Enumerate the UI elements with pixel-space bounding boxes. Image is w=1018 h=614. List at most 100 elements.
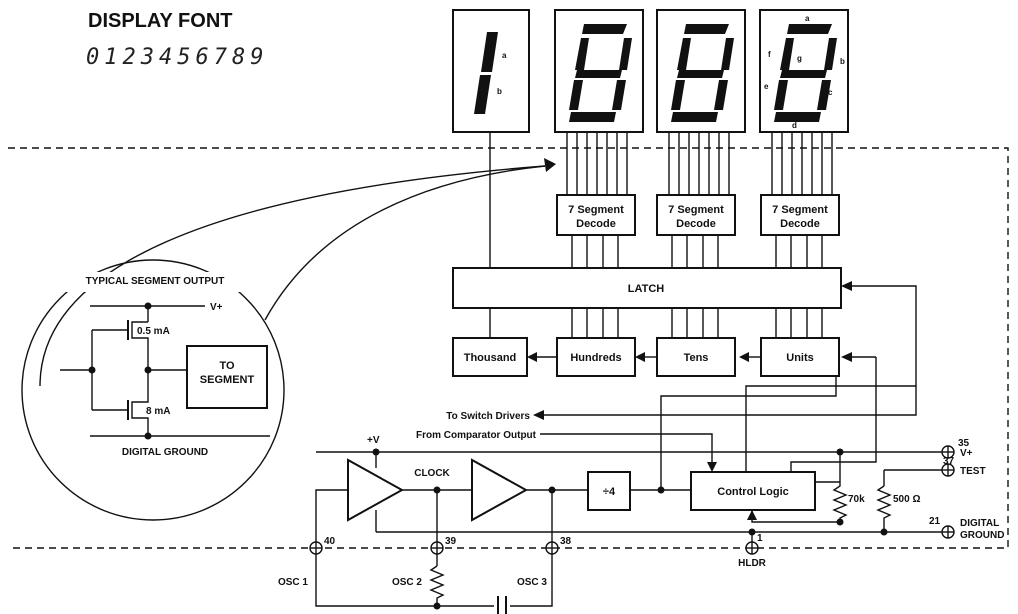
resistor-500-label: 500 Ω [893,494,920,505]
digit-display-hundreds [554,9,644,133]
counter-units: Units [760,337,840,377]
pin-21-label-1: DIGITAL [960,518,999,529]
inset-current-top: 0.5 mA [137,326,170,337]
junction [144,366,152,374]
inverter-2 [471,458,529,522]
counter-label: Tens [684,352,709,364]
junction [88,366,96,374]
segment-label-b-units: b [840,57,845,66]
decoder-label-1: 7 Segment [668,204,724,216]
resistor-70k-label: 70k [848,494,865,505]
decoder-label-1: 7 Segment [772,204,828,216]
decoder-units: 7 Segment Decode [760,194,840,236]
junction [836,448,844,456]
segment-label-a-units: a [805,14,810,23]
divider-box [587,471,631,511]
vplus-top-label: +V [367,435,380,446]
pin-37 [941,463,955,477]
latch-label: LATCH [628,283,665,295]
counter-thousand: Thousand [452,337,528,377]
segment-lines [489,132,833,268]
counter-label: Hundreds [570,352,621,364]
decoder-tens: 7 Segment Decode [656,194,736,236]
pin-1-number: 1 [757,533,763,544]
oscillator-wires [315,489,691,546]
inset-callout [39,165,546,387]
carry-arrows [527,352,876,362]
divider-label: ÷4 [603,486,616,498]
segment-label-f: f [768,50,771,59]
counter-tens: Tens [656,337,736,377]
junction [548,486,556,494]
segment-label-c: c [828,88,833,97]
junction [657,486,665,494]
clock-label: CLOCK [414,468,450,479]
osc2-label: OSC 2 [392,577,422,588]
inset-callout-2 [264,165,546,321]
decoder-label-2: Decode [676,218,716,230]
counter-label: Units [786,352,814,364]
pin-35-number: 35 [958,438,970,449]
comparator-label: From Comparator Output [416,430,537,441]
inset-circle [21,259,285,521]
inset-title: TYPICAL SEGMENT OUTPUT [86,276,225,287]
display-font-title: DISPLAY FONT [88,10,232,32]
pin-21 [941,525,955,539]
pin-37-number: 37 [943,456,955,467]
to-segment-label-2: SEGMENT [200,374,255,386]
junction [433,486,441,494]
segment-label-d: d [792,121,797,130]
segment-label-g: g [797,54,802,63]
pin-39 [430,541,444,555]
inset-ground-label: DIGITAL GROUND [122,447,208,458]
hldr-label: HLDR [738,558,767,569]
inset-current-bottom: 8 mA [146,406,170,417]
chip-boundary [8,147,1009,549]
counter-label: Thousand [464,352,517,364]
to-segment-label-1: TO [219,360,235,372]
display-font-sample: 0123456789 [86,45,268,70]
latch-counter-lines [489,308,823,338]
segment-label-a: a [502,51,507,60]
junction [144,302,152,310]
pin-38 [545,541,559,555]
latch-box [452,267,842,309]
inverter-1 [347,458,405,522]
pin-37-label: TEST [960,466,986,477]
junction [144,432,152,440]
junction [836,518,844,526]
callout-arrow [544,158,556,172]
segment-label-e: e [764,82,769,91]
pin-40 [309,541,323,555]
switch-drivers-label: To Switch Drivers [446,411,530,422]
pin-21-number: 21 [929,516,941,527]
half-digit-display: a b [452,9,530,133]
inset-vplus-label: V+ [210,302,223,313]
control-wires [533,281,917,490]
pin-21-label-2: GROUND [960,530,1004,541]
junction [880,528,888,536]
resistor-network [747,452,942,532]
control-logic-label: Control Logic [717,486,789,498]
digit-display-tens [656,9,746,133]
pin-35-label: V+ [960,448,973,459]
pin-1 [745,541,759,555]
control-logic-box [690,471,816,511]
digit-display-units: a f g b e c d [759,9,849,133]
decoder-hundreds: 7 Segment Decode [556,194,636,236]
decoder-label-1: 7 Segment [568,204,624,216]
junction [433,602,441,610]
pin-35 [941,445,955,459]
to-segment-box [186,345,268,409]
decoder-label-2: Decode [780,218,820,230]
pin-38-number: 38 [560,536,572,547]
osc3-label: OSC 3 [517,577,547,588]
pin-39-number: 39 [445,536,457,547]
decoder-label-2: Decode [576,218,616,230]
osc1-label: OSC 1 [278,577,308,588]
segment-label-b: b [497,87,502,96]
vplus-junction [372,448,380,456]
decoder-latch-lines [571,235,823,268]
counter-hundreds: Hundreds [556,337,636,377]
